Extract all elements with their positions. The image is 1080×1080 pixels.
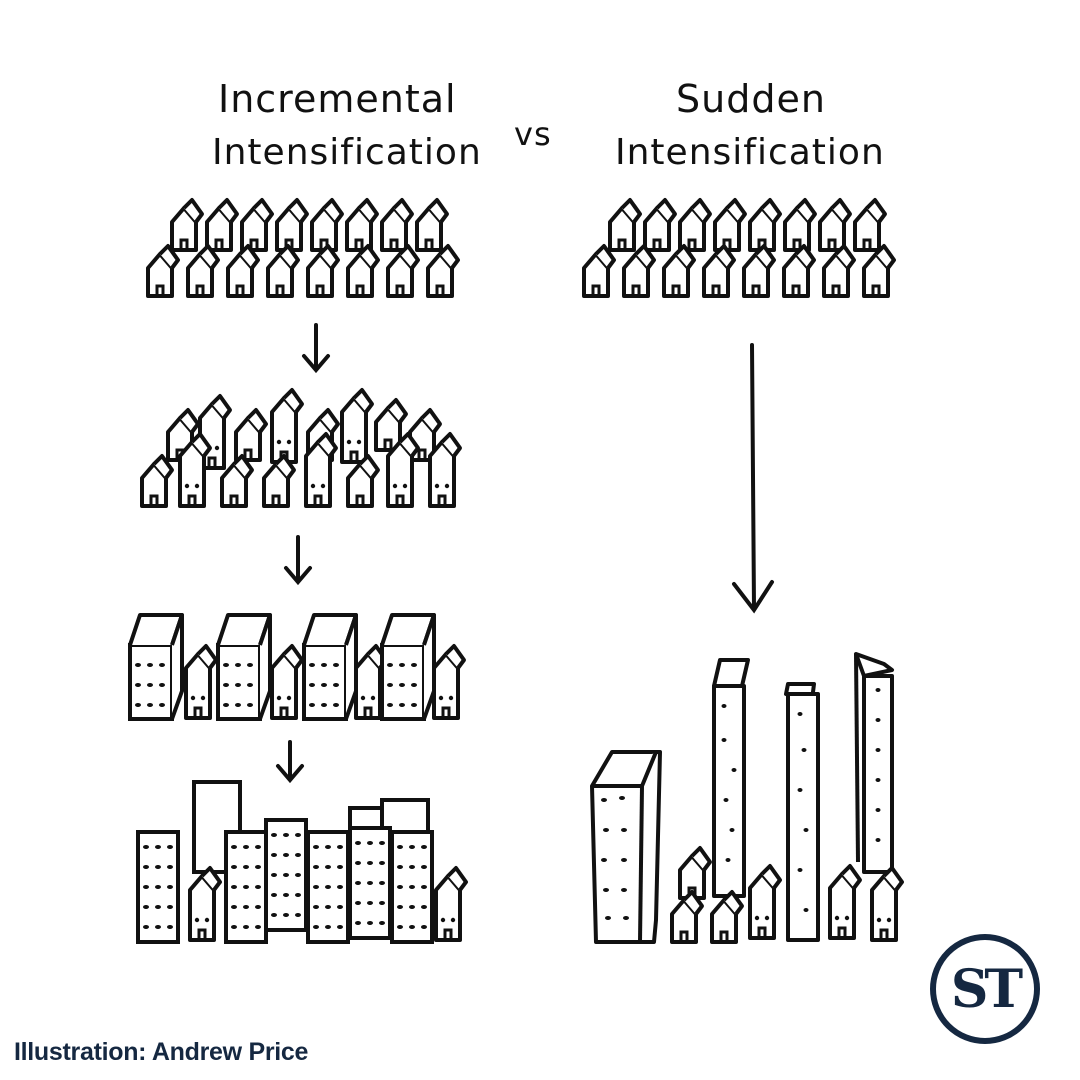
left-stage4-dense [136, 780, 468, 944]
logo-text: ST [950, 958, 1023, 1020]
left-stage2-houses [140, 388, 462, 508]
illustration-credit: Illustration: Andrew Price [14, 1038, 309, 1066]
right-stage1-houses [582, 198, 896, 298]
title-intensification-left: Intensification [212, 132, 482, 173]
right-tower-windows [601, 688, 881, 920]
arrow-icon [284, 535, 312, 586]
left-stage3-mixed [128, 613, 466, 721]
title-sudden: Sudden [676, 77, 826, 121]
long-arrow-icon [732, 343, 774, 614]
arrow-icon [302, 323, 330, 374]
title-incremental: Incremental [218, 77, 457, 121]
right-stage2-towers [590, 652, 894, 944]
left-stage1-houses [146, 198, 460, 298]
st-logo: ST [930, 934, 1040, 1044]
title-vs: vs [514, 115, 552, 153]
title-intensification-right: Intensification [615, 132, 885, 173]
arrow-icon [276, 740, 304, 784]
